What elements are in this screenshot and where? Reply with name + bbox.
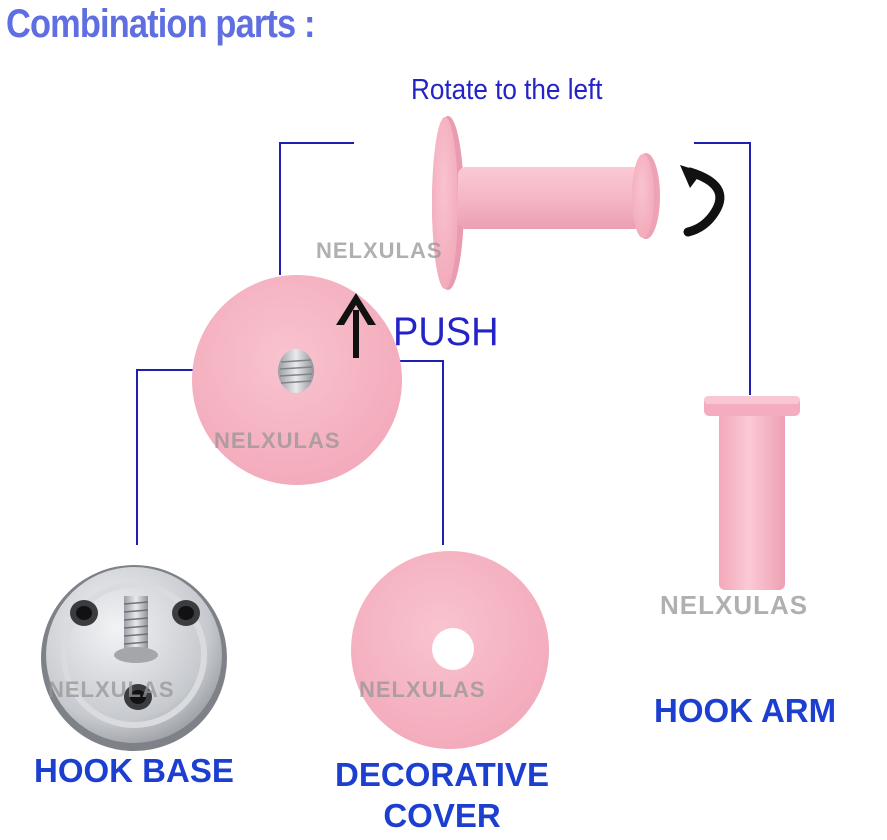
rotate-left-arrow-icon xyxy=(680,165,725,237)
connector-top-left xyxy=(279,142,354,275)
diagram-heading: Combination parts : xyxy=(6,2,315,46)
hook-arm-label: HOOK ARM xyxy=(654,692,837,729)
hook-arm-image xyxy=(704,396,800,590)
watermark-middle: NELXULAS xyxy=(214,428,341,453)
connector-to-cover xyxy=(399,360,444,545)
push-arrow-icon xyxy=(336,293,376,358)
decorative-cover-label: DECORATIVE COVER xyxy=(335,756,549,834)
watermark-base: NELXULAS xyxy=(48,677,175,702)
assembled-hook-arm-image xyxy=(432,116,660,290)
decorative-cover-image xyxy=(351,551,549,749)
push-label: PUSH xyxy=(393,310,499,354)
hook-base-image xyxy=(41,565,227,751)
connector-lines xyxy=(136,142,751,545)
connector-top-right xyxy=(694,142,751,395)
watermark-top: NELXULAS xyxy=(316,238,443,263)
rotate-label: Rotate to the left xyxy=(411,74,603,106)
cover-with-bolt-image xyxy=(192,275,402,485)
watermark-right: NELXULAS xyxy=(660,590,809,620)
watermark-cover: NELXULAS xyxy=(359,677,486,702)
connector-to-hook-base xyxy=(136,369,194,545)
hook-base-label: HOOK BASE xyxy=(34,752,234,789)
